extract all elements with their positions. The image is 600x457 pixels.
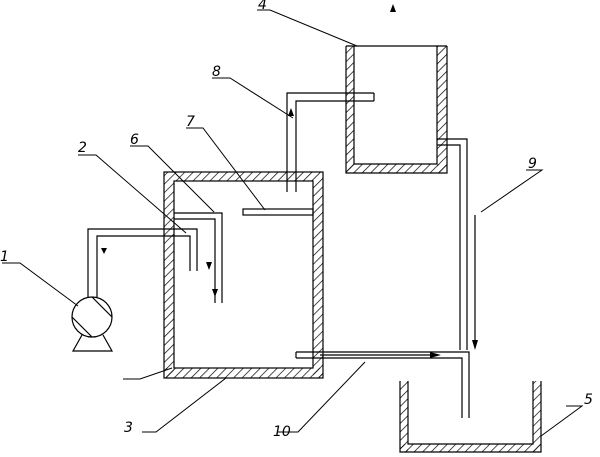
label-inlet-pipe: 2	[78, 140, 87, 156]
up-flow-arrow	[101, 248, 107, 254]
label-plate: 7	[186, 114, 195, 130]
main-tank	[163, 171, 324, 379]
label-riser-pipe: 8	[212, 64, 221, 80]
plate	[242, 208, 314, 216]
label-vertical-pipe: 6	[130, 132, 139, 148]
leader-lines	[2, 9, 584, 437]
upper-tank	[345, 45, 448, 174]
outlet-pipe	[295, 351, 470, 418]
label-upper-tank: 4	[258, 0, 267, 13]
riser-pipe	[286, 92, 375, 192]
label-outlet-pipe: 10	[273, 424, 291, 440]
inlet-pipe	[87, 228, 212, 298]
lower-tank	[399, 381, 542, 453]
label-pump: 1	[0, 249, 9, 265]
label-down-pipe: 9	[528, 156, 537, 172]
label-lower-tank: 5	[584, 392, 593, 408]
down-pipe	[437, 138, 478, 350]
vertical-pipe	[174, 212, 223, 303]
label-main-tank: 3	[124, 420, 133, 436]
down-flow-arrow	[206, 262, 212, 270]
top-arrow-mark	[390, 4, 396, 12]
pump	[71, 296, 114, 352]
